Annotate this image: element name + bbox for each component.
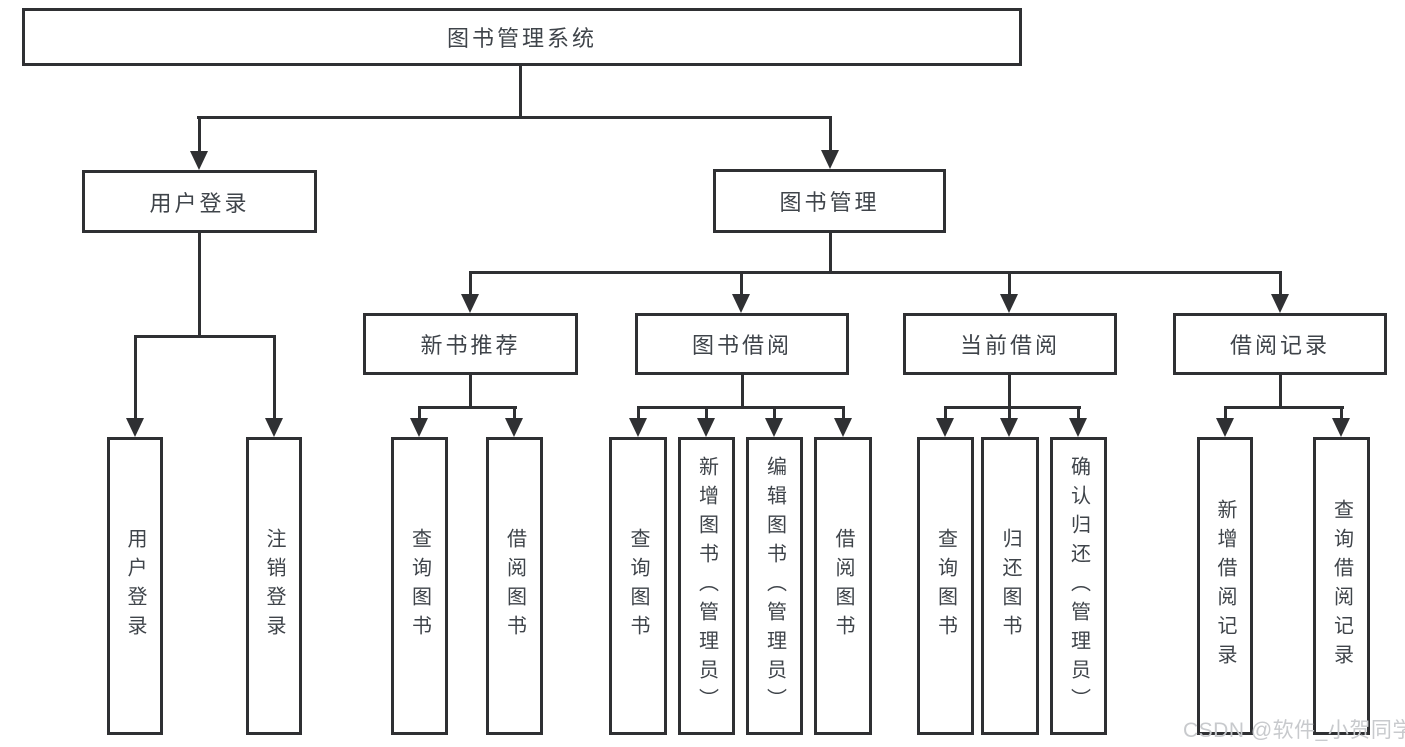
arrow-down [821,150,839,169]
arrow-down [1216,418,1234,437]
connector-line [197,116,832,119]
leaf-user-login: 用户登录 [107,437,163,735]
arrow-down [505,418,523,437]
leaf-add-borrow-record: 新增借阅记录 [1197,437,1253,735]
arrow-down [697,418,715,437]
connector-line [1340,409,1343,419]
arrow-down [126,418,144,437]
arrow-down [629,418,647,437]
arrow-down [1271,294,1289,313]
arrow-down [410,418,428,437]
leaf-query-books-borrowing: 查询图书 [609,437,667,735]
leaf-edit-books-admin: 编辑图书（管理员） [746,437,803,735]
arrow-down [732,294,750,313]
connector-line [134,338,137,419]
connector-line [740,274,743,296]
connector-line [519,66,522,119]
connector-line [1224,409,1227,419]
connector-line [134,335,276,338]
connector-line [637,406,845,409]
leaf-add-books-admin: 新增图书（管理员） [678,437,735,735]
leaf-borrow-books-recommend: 借阅图书 [486,437,543,735]
node-current-borrowing: 当前借阅 [903,313,1117,375]
connector-line [198,119,201,152]
arrow-down [461,294,479,313]
node-new-book-recommend: 新书推荐 [363,313,578,375]
node-user-login: 用户登录 [82,170,317,233]
connector-line [418,406,517,409]
connector-line [1008,375,1011,409]
connector-line [469,274,472,296]
connector-line [705,409,708,419]
arrow-down [765,418,783,437]
connector-line [469,271,1282,274]
arrow-down [265,418,283,437]
connector-line [944,406,1081,409]
connector-line [1279,375,1282,409]
connector-line [1224,406,1344,409]
arrow-down [1000,418,1018,437]
node-book-management: 图书管理 [713,169,946,233]
leaf-query-books-recommend: 查询图书 [391,437,448,735]
connector-line [944,409,947,419]
connector-line [773,409,776,419]
leaf-return-books: 归还图书 [981,437,1039,735]
connector-line [469,375,472,409]
node-borrowing-records: 借阅记录 [1173,313,1387,375]
leaf-logout-login: 注销登录 [246,437,302,735]
connector-line [1279,274,1282,296]
arrow-down [1000,294,1018,313]
connector-line [741,375,744,409]
node-root: 图书管理系统 [22,8,1022,66]
connector-line [1077,409,1080,419]
connector-line [637,409,640,419]
arrow-down [936,418,954,437]
arrow-down [834,418,852,437]
arrow-down [190,151,208,170]
connector-line [198,233,201,338]
arrow-down [1332,418,1350,437]
leaf-query-borrow-record: 查询借阅记录 [1313,437,1370,735]
watermark-text: CSDN @软件_小贺同学 [1183,719,1405,742]
leaf-confirm-return-admin: 确认归还（管理员） [1050,437,1107,735]
connector-line [842,409,845,419]
connector-line [418,409,421,419]
connector-line [829,233,832,274]
leaf-borrow-books-borrowing: 借阅图书 [814,437,872,735]
connector-line [513,409,516,419]
connector-line [273,338,276,419]
connector-line [1008,409,1011,419]
arrow-down [1069,418,1087,437]
node-book-borrowing: 图书借阅 [635,313,849,375]
leaf-query-books-current: 查询图书 [917,437,974,735]
connector-line [1008,274,1011,296]
connector-line [829,119,832,151]
